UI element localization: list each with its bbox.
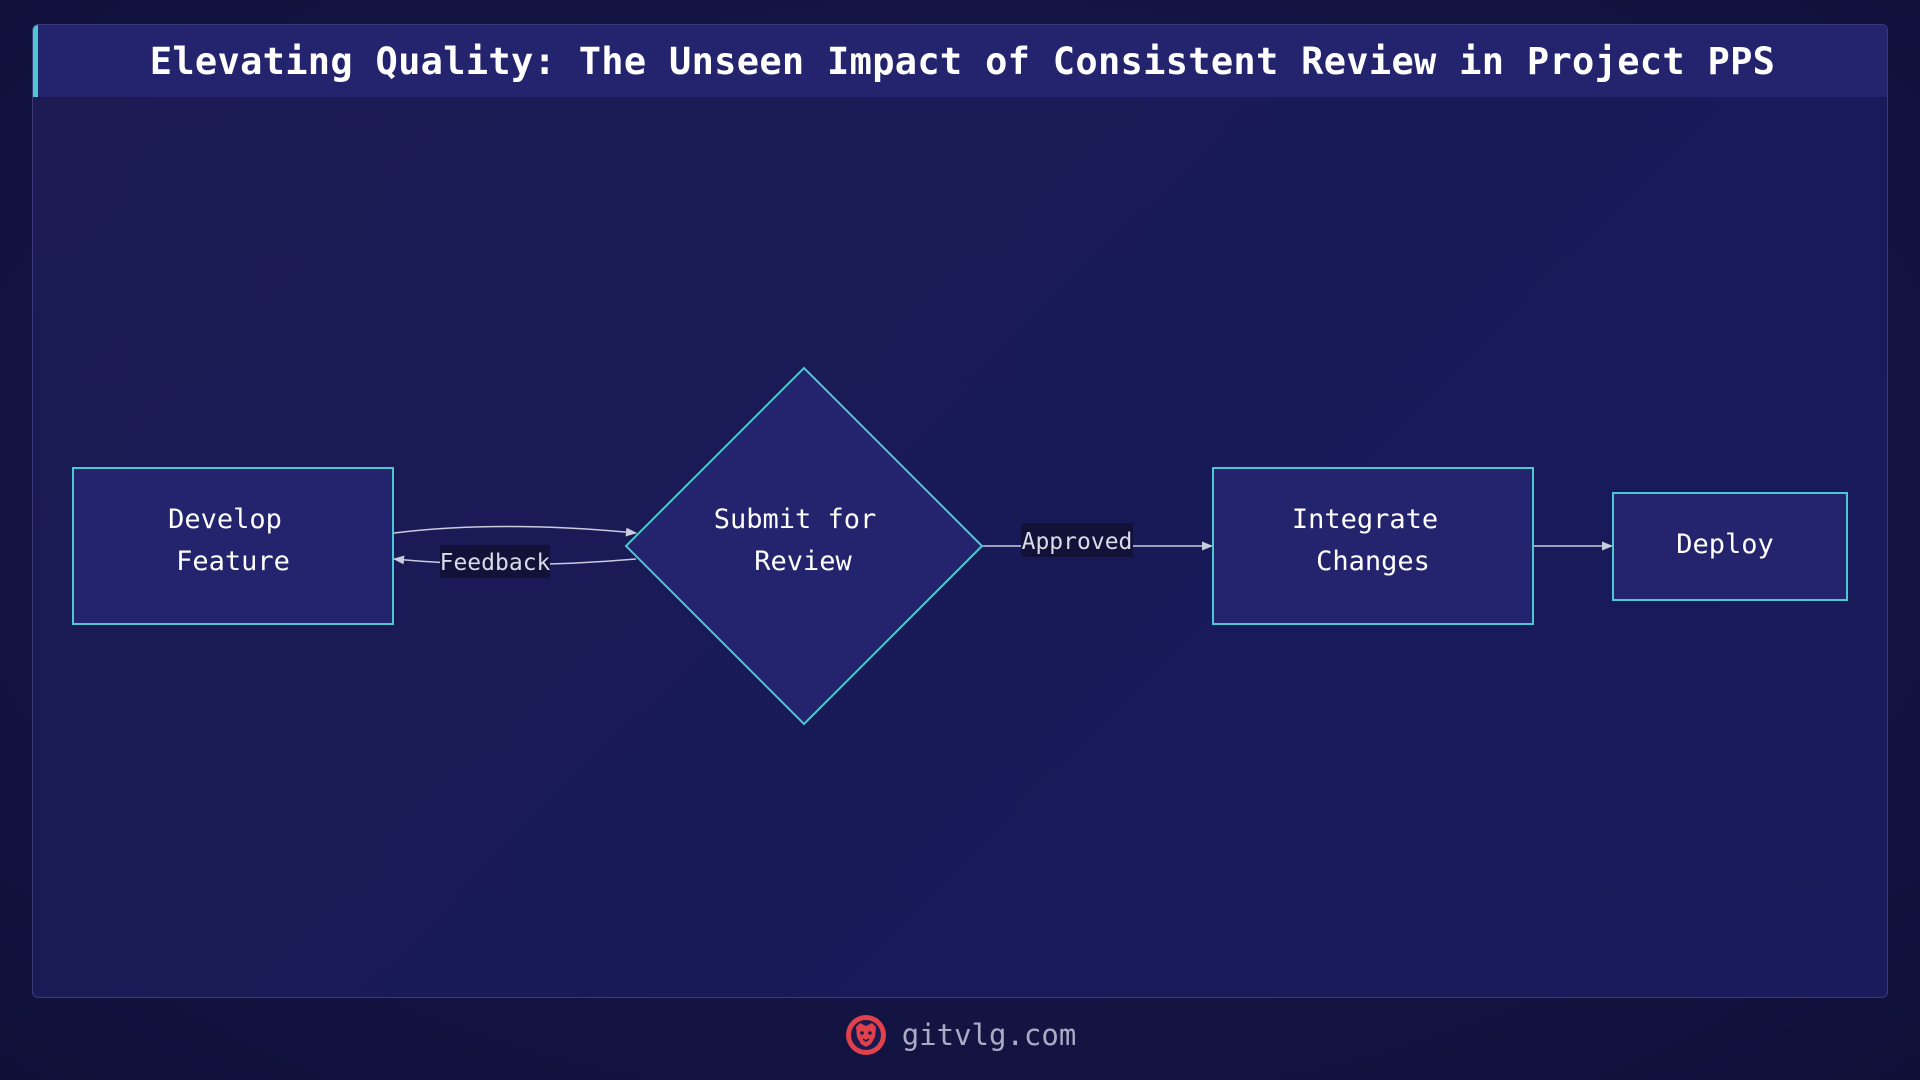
footer-site-link[interactable]: gitvlg.com — [901, 1018, 1077, 1052]
node-integrate-line2: Changes — [1316, 546, 1430, 577]
node-deploy: Deploy — [1612, 492, 1848, 601]
node-review-line2: Review — [754, 546, 852, 577]
footer: gitvlg.com — [0, 1012, 1920, 1058]
node-submit-for-review: Submit for Review — [624, 366, 984, 726]
approved-label-bg — [1021, 523, 1133, 557]
node-integrate-changes: Integrate Changes — [1212, 467, 1534, 625]
feedback-label-bg — [440, 545, 550, 578]
edge-develop-to-review — [393, 525, 638, 537]
feedback-label: Feedback — [440, 550, 551, 576]
node-develop-line2: Feature — [176, 546, 290, 577]
node-develop-line1: Develop — [168, 504, 282, 535]
page-title: Elevating Quality: The Unseen Impact of … — [149, 39, 1776, 83]
node-review-line1: Submit for — [714, 504, 877, 535]
node-integrate-line1: Integrate — [1292, 504, 1438, 535]
approved-label: Approved — [1022, 529, 1133, 555]
node-develop-feature: Develop Feature — [72, 467, 394, 625]
title-bar: Elevating Quality: The Unseen Impact of … — [33, 25, 1887, 97]
node-deploy-label: Deploy — [1676, 529, 1774, 560]
lion-head-icon — [845, 1015, 886, 1055]
